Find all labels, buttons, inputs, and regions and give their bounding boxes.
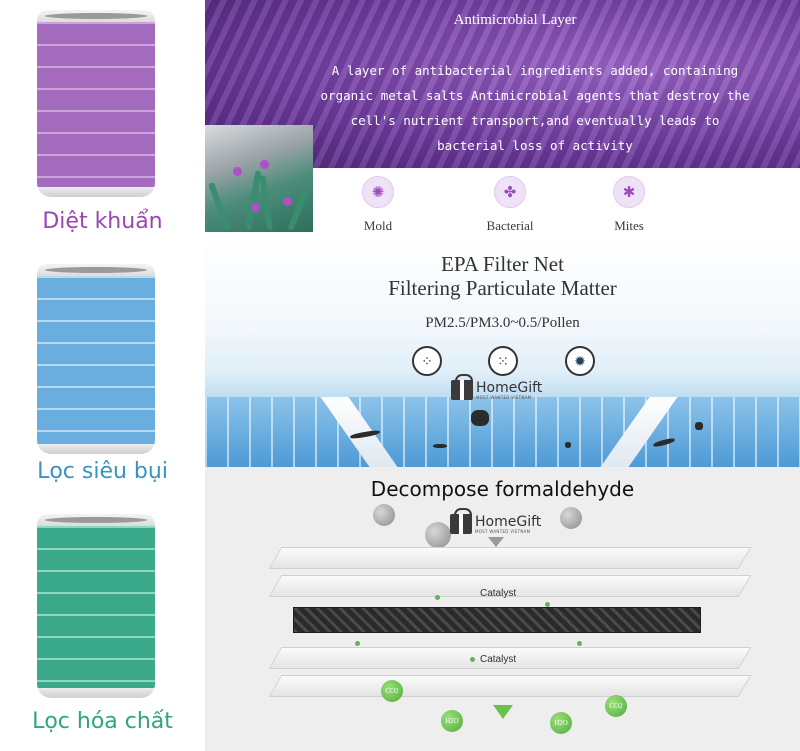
filter-sheet	[268, 675, 752, 697]
antimicrobial-title: Antimicrobial Layer	[453, 12, 577, 28]
antimicrobial-targets: ✺ Mold ✤ Bacterial ✱ Mites	[313, 168, 800, 232]
formaldehyde-title: Decompose formaldehyde	[370, 477, 635, 501]
target-bacterial-label: Bacterial	[486, 218, 534, 232]
epa-title-line2: Filtering Particulate Matter	[388, 276, 617, 300]
target-bacterial: ✤ Bacterial	[470, 176, 550, 232]
dust-particle	[565, 442, 571, 448]
bacteria-icon: ✤	[494, 176, 526, 208]
dust-particle	[433, 444, 447, 448]
gift-icon	[450, 508, 472, 534]
antimicrobial-description: A layer of antibacterial ingredients add…	[320, 63, 750, 153]
homegift-tagline: MOST WANTED VIETNAM	[475, 528, 531, 534]
filter-dust: Lọc siêu bụi	[0, 240, 205, 490]
reaction-dot	[355, 641, 360, 646]
activated-carbon-layer	[293, 607, 701, 633]
reaction-dot	[435, 595, 440, 600]
filter-sheet	[268, 547, 752, 569]
catalyst-label-top: Catalyst	[480, 588, 517, 599]
homegift-watermark: HomeGift MOST WANTED VIETNAM	[450, 508, 542, 534]
flow-arrow-icon	[488, 537, 504, 547]
filter-chemical-body	[37, 526, 155, 688]
pm25-particle-icon: ⁘	[412, 346, 442, 376]
dust-particle	[695, 422, 703, 430]
reaction-dot	[545, 602, 550, 607]
pollutant-ball	[425, 522, 451, 548]
epa-filter-grid	[205, 397, 800, 467]
homegift-tagline: MOST WANTED VIETNAM	[476, 394, 532, 400]
target-mites: ✱ Mites	[589, 176, 669, 232]
co2-molecule-icon: CO2	[605, 695, 627, 717]
reaction-dot	[577, 641, 582, 646]
filter-antibacterial: Diệt khuẩn	[0, 0, 205, 240]
formaldehyde-panel: Decompose formaldehyde HomeGift MOST WAN…	[205, 467, 800, 751]
filter-dust-image	[37, 264, 155, 454]
epa-title-line1: EPA Filter Net	[441, 252, 564, 276]
target-mites-label: Mites	[614, 218, 644, 232]
pm30-particle-icon: ⁙	[488, 346, 518, 376]
co2-molecule-icon: CO2	[381, 680, 403, 702]
epa-panel: EPA Filter Net Filtering Particulate Mat…	[205, 232, 800, 467]
filter-chemical-image	[37, 514, 155, 698]
filter-dust-body	[37, 276, 155, 444]
epa-subtitle: PM2.5/PM3.0~0.5/Pollen	[425, 315, 580, 331]
homegift-name: HomeGift	[476, 379, 543, 396]
target-mold-label: Mold	[363, 218, 393, 232]
target-mold: ✺ Mold	[338, 176, 418, 232]
h2o-molecule-icon: H2O	[550, 712, 572, 734]
pollen-particle	[471, 410, 489, 426]
pollen-icon: ✹	[565, 346, 595, 376]
h2o-molecule-icon: H2O	[441, 710, 463, 732]
output-arrow-icon	[493, 705, 513, 719]
filter-dust-label: Lọc siêu bụi	[37, 459, 168, 484]
mold-icon: ✺	[362, 176, 394, 208]
homegift-name: HomeGift	[475, 513, 542, 530]
reaction-dot	[470, 657, 475, 662]
filter-antibacterial-body	[37, 22, 155, 187]
antimicrobial-panel: Antimicrobial Layer A layer of antibacte…	[205, 0, 800, 232]
pollutant-ball	[373, 504, 395, 526]
filter-chemical: Lọc hóa chất	[0, 490, 205, 751]
gift-icon	[451, 374, 473, 400]
filter-chemical-label: Lọc hóa chất	[32, 709, 173, 734]
pollutant-ball	[560, 507, 582, 529]
filter-antibacterial-label: Diệt khuẩn	[42, 209, 163, 234]
homegift-watermark: HomeGift MOST WANTED VIETNAM	[451, 374, 543, 400]
catalyst-label-bottom: Catalyst	[480, 654, 517, 665]
mite-icon: ✱	[613, 176, 645, 208]
filter-antibacterial-image	[37, 10, 155, 197]
filter-product-column: Diệt khuẩn Lọc siêu bụi Lọc hóa chất	[0, 0, 205, 751]
antimicrobial-fiber-closeup	[205, 125, 313, 232]
